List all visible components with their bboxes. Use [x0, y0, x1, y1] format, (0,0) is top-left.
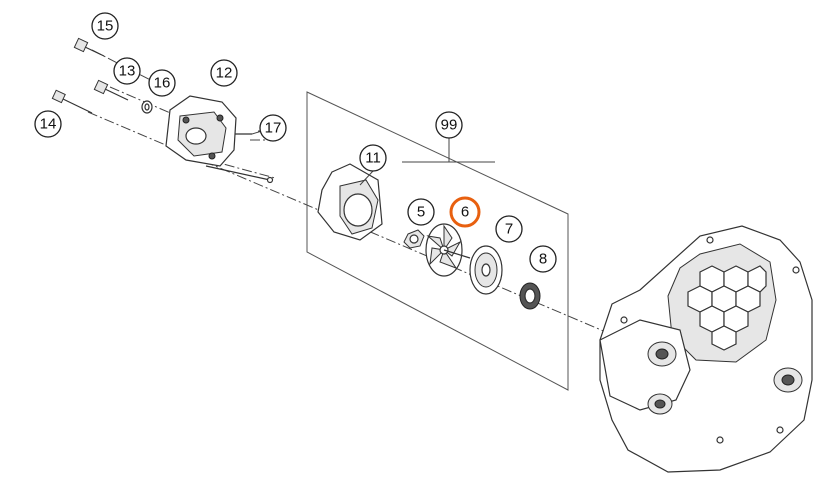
svg-text:7: 7: [505, 221, 513, 238]
callout-5[interactable]: 5: [407, 198, 435, 226]
kit-frame: [306, 91, 569, 391]
callout-16[interactable]: 16: [148, 69, 176, 97]
cooling-grid: [687, 265, 767, 351]
seal-7: [469, 245, 503, 295]
seal-ring-8: [519, 282, 541, 310]
bolt-13: [93, 79, 129, 101]
svg-text:14: 14: [40, 116, 57, 133]
callout-6[interactable]: 6: [449, 196, 481, 228]
pump-cover-12: [165, 95, 274, 184]
engine-cover: [599, 225, 813, 473]
bolt-14: [51, 89, 93, 114]
callout-13[interactable]: 13: [113, 57, 141, 85]
nut-5: [403, 229, 425, 249]
svg-text:11: 11: [365, 150, 381, 167]
callout-7[interactable]: 7: [495, 215, 523, 243]
svg-text:12: 12: [216, 65, 233, 82]
callout-17[interactable]: 17: [259, 114, 287, 142]
svg-text:8: 8: [539, 251, 547, 268]
svg-text:15: 15: [97, 18, 114, 35]
bolt-15: [73, 37, 105, 57]
highlight-ring: [449, 196, 481, 228]
svg-text:16: 16: [154, 75, 171, 92]
svg-text:5: 5: [417, 204, 425, 221]
svg-text:99: 99: [441, 117, 458, 134]
callout-99[interactable]: 99: [435, 111, 463, 139]
callout-15[interactable]: 15: [91, 12, 119, 40]
svg-text:6: 6: [461, 204, 469, 221]
washer-16: [141, 100, 153, 114]
impeller-6: [425, 223, 471, 277]
svg-text:17: 17: [265, 120, 282, 137]
gasket-11: [317, 163, 383, 241]
callout-12[interactable]: 12: [210, 59, 238, 87]
callout-8[interactable]: 8: [529, 245, 557, 273]
callout-14[interactable]: 14: [34, 110, 62, 138]
svg-text:13: 13: [119, 63, 136, 80]
callout-11[interactable]: 11: [359, 144, 387, 172]
